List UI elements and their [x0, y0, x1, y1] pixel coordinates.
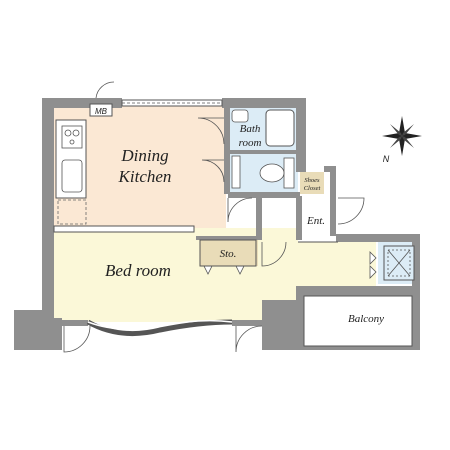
bath-label: Bath [240, 123, 261, 135]
kitchen-sink[interactable] [61, 159, 83, 193]
doors[interactable] [63, 117, 365, 353]
entrance-corridor-floor [262, 240, 376, 286]
corridor-marker-right [369, 265, 377, 279]
balcony-railing [303, 295, 413, 347]
wash-basin[interactable] [231, 109, 249, 123]
meter-box [89, 103, 113, 117]
dining-label: Dining [120, 146, 168, 165]
toilet-tank [283, 157, 295, 189]
toilet[interactable] [259, 163, 285, 183]
entrance-label: Ent. [306, 215, 325, 227]
meter-box-label: MB [95, 107, 108, 116]
bath-room-label: room [239, 137, 262, 149]
kitchen-label: Kitchen [118, 167, 172, 186]
bedroom-label: Bed room [105, 261, 171, 280]
storage-outline [199, 239, 257, 267]
toilet-counter [231, 155, 241, 189]
bedroom-floor[interactable] [54, 228, 296, 322]
storage-label: Sto. [220, 248, 237, 260]
storage-floor[interactable] [200, 240, 258, 266]
north-arrow-icon [382, 116, 422, 156]
bathtub[interactable] [265, 109, 295, 147]
bay-window[interactable] [86, 319, 233, 337]
balcony-label: Balcony [348, 313, 384, 325]
mb-door-swing[interactable] [95, 81, 115, 99]
bottom-wall-left [54, 320, 88, 326]
sliding-partition[interactable] [53, 225, 195, 233]
stove[interactable] [61, 125, 83, 149]
walls [14, 98, 420, 350]
bottom-wall-right [232, 320, 264, 326]
shoes-label: Shoes [304, 177, 320, 184]
balcony-floor[interactable] [304, 296, 416, 348]
closet-label: Closet [304, 185, 321, 192]
north-label: N [383, 154, 390, 164]
fridge-space [57, 199, 87, 225]
corridor-marker-left [369, 251, 377, 265]
shoes-closet-floor[interactable] [300, 172, 324, 194]
